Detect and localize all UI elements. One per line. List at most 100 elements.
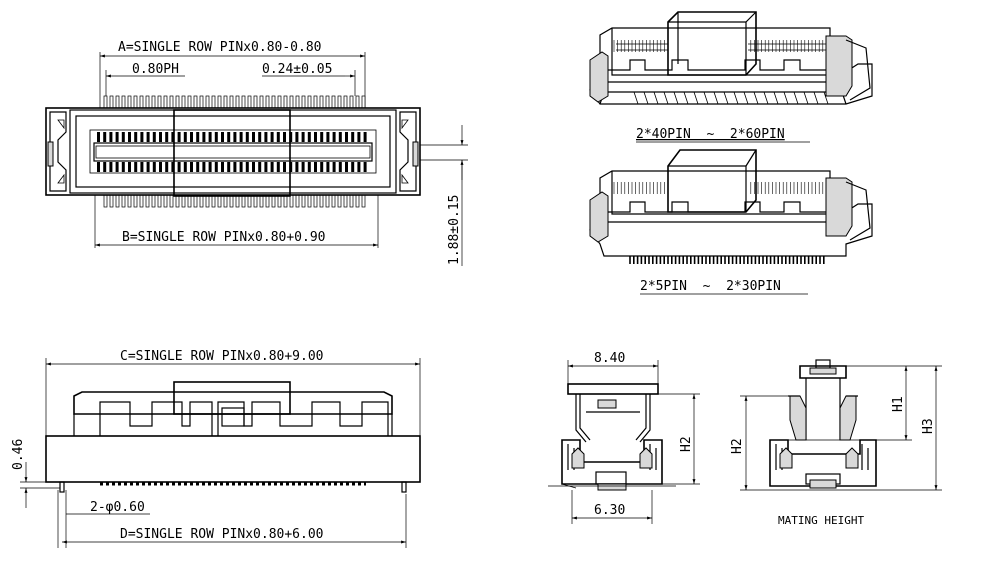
contact bbox=[227, 162, 231, 172]
pin bbox=[205, 194, 210, 208]
contact bbox=[320, 132, 324, 142]
side-h2-label: H2 bbox=[679, 436, 694, 452]
contact bbox=[363, 132, 367, 142]
pick-up-cap bbox=[173, 109, 291, 197]
pin bbox=[301, 95, 306, 109]
pin bbox=[217, 95, 222, 109]
contact bbox=[345, 132, 348, 142]
contact bbox=[351, 162, 355, 172]
pin bbox=[253, 194, 258, 208]
pin bbox=[121, 95, 126, 109]
pin bbox=[753, 91, 759, 105]
left-end-bracket bbox=[49, 111, 67, 192]
pin bbox=[127, 194, 132, 208]
right-end-bracket bbox=[399, 111, 417, 192]
dim-pitch-label: 0.80PH bbox=[132, 62, 179, 77]
pin bbox=[331, 194, 336, 208]
pin bbox=[343, 194, 348, 208]
contact bbox=[270, 162, 274, 172]
pin bbox=[193, 95, 198, 109]
iso-view-upper: 2*40PIN ~ 2*60PIN bbox=[589, 11, 873, 143]
pin bbox=[773, 91, 779, 105]
pin bbox=[271, 95, 276, 109]
pin bbox=[241, 95, 246, 109]
contact bbox=[159, 132, 162, 142]
contact bbox=[146, 132, 150, 142]
pin bbox=[163, 194, 168, 208]
contact bbox=[245, 132, 249, 142]
contact bbox=[283, 132, 286, 142]
contact bbox=[115, 132, 119, 142]
iso-upper-caption: 2*40PIN ~ 2*60PIN bbox=[636, 127, 785, 142]
pin bbox=[157, 194, 162, 208]
dim-pin-width-label: 0.24±0.05 bbox=[262, 62, 332, 77]
pick-up-cap bbox=[667, 149, 757, 213]
contact bbox=[171, 162, 175, 172]
pin bbox=[259, 95, 264, 109]
contact bbox=[196, 132, 200, 142]
pin bbox=[253, 95, 258, 109]
contact bbox=[351, 132, 355, 142]
contact bbox=[314, 132, 317, 142]
pin bbox=[325, 194, 330, 208]
pin bbox=[823, 91, 829, 105]
pin bbox=[115, 194, 120, 208]
pin bbox=[223, 194, 228, 208]
contact bbox=[239, 132, 243, 142]
pin bbox=[265, 95, 270, 109]
top-view: A=SINGLE ROW PINx0.80-0.80 0.80PH 0.24±0… bbox=[45, 40, 468, 266]
pin bbox=[181, 95, 186, 109]
pin bbox=[265, 194, 270, 208]
top-pin-row bbox=[103, 95, 366, 109]
pin bbox=[175, 95, 180, 109]
contact bbox=[233, 162, 237, 172]
contact bbox=[295, 162, 299, 172]
contact bbox=[270, 132, 274, 142]
dim-post-label: 2-φ0.60 bbox=[90, 500, 145, 515]
pin bbox=[803, 91, 809, 105]
bottom-pin-row bbox=[103, 194, 366, 208]
pin bbox=[271, 194, 276, 208]
contact bbox=[121, 132, 125, 142]
pin bbox=[307, 95, 312, 109]
contact bbox=[128, 162, 131, 172]
contact bbox=[171, 132, 175, 142]
pin bbox=[187, 194, 192, 208]
contact bbox=[121, 162, 125, 172]
pin bbox=[743, 91, 749, 105]
pin bbox=[325, 95, 330, 109]
pin bbox=[139, 95, 144, 109]
contact bbox=[332, 162, 336, 172]
dim-b-label: B=SINGLE ROW PINx0.80+0.90 bbox=[122, 230, 326, 245]
contact bbox=[208, 132, 212, 142]
pin bbox=[229, 194, 234, 208]
contact bbox=[214, 162, 218, 172]
mated-h3-label: H3 bbox=[921, 418, 936, 434]
pin bbox=[133, 95, 138, 109]
pin bbox=[289, 194, 294, 208]
pin bbox=[733, 91, 739, 105]
contact bbox=[264, 132, 268, 142]
pin bbox=[301, 194, 306, 208]
pin bbox=[133, 194, 138, 208]
pin bbox=[283, 95, 288, 109]
contact bbox=[295, 132, 299, 142]
contact bbox=[202, 132, 206, 142]
contact bbox=[103, 162, 107, 172]
mated-h2-label: H2 bbox=[730, 438, 745, 454]
contact bbox=[258, 162, 262, 172]
contact bbox=[128, 132, 131, 142]
pin bbox=[205, 95, 210, 109]
pin bbox=[763, 91, 769, 105]
pin bbox=[181, 194, 186, 208]
contact bbox=[320, 162, 324, 172]
pin bbox=[259, 194, 264, 208]
contact bbox=[338, 162, 342, 172]
pin bbox=[187, 95, 192, 109]
pin bbox=[247, 95, 252, 109]
iso-pins bbox=[629, 256, 825, 264]
pin bbox=[289, 95, 294, 109]
contact bbox=[190, 162, 193, 172]
contact bbox=[115, 162, 119, 172]
inner-contact-rows bbox=[97, 132, 367, 172]
